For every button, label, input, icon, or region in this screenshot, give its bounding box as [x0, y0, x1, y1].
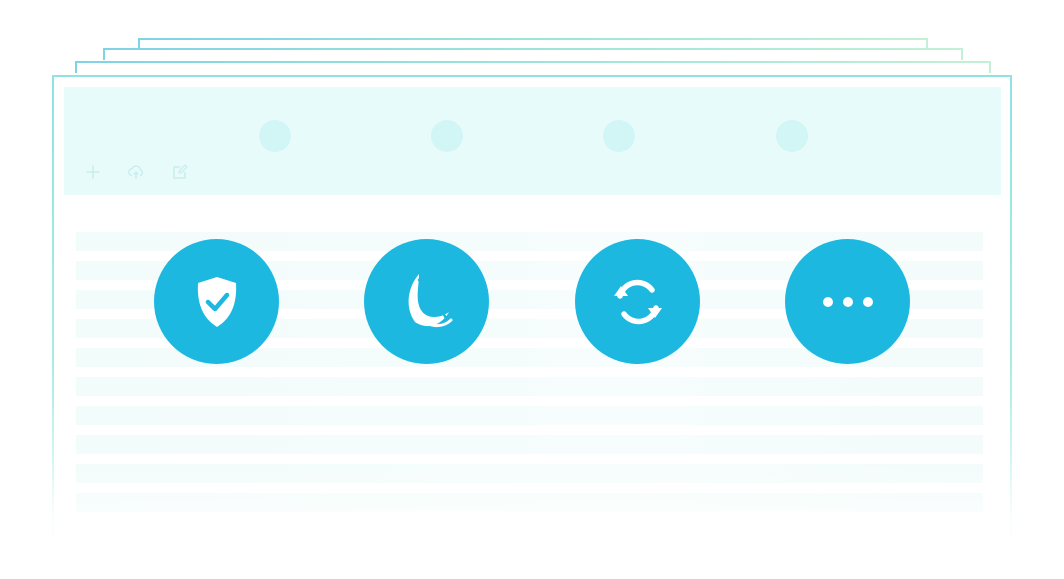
- security-button[interactable]: [154, 239, 279, 364]
- toolbar-dot: [259, 120, 291, 152]
- sync-button[interactable]: [575, 239, 700, 364]
- edit-icon: [173, 164, 188, 179]
- toolbar-dot: [431, 120, 463, 152]
- list-item: [76, 348, 983, 367]
- refresh-icon: [613, 279, 662, 324]
- list-item: [76, 435, 983, 454]
- list-item: [76, 261, 983, 280]
- stacked-window-outline: [103, 48, 963, 60]
- toolbar-dot: [776, 120, 808, 152]
- toolbar-dot: [603, 120, 635, 152]
- more-dots-icon: [822, 296, 873, 307]
- list-item: [76, 232, 983, 251]
- list-item: [76, 290, 983, 309]
- list-item: [76, 319, 983, 338]
- list-item: [76, 377, 983, 396]
- stacked-window-outline: [75, 61, 991, 73]
- bottom-fade: [0, 460, 1064, 579]
- eco-button[interactable]: [364, 239, 489, 364]
- shield-check-icon: [197, 276, 236, 327]
- leaf-icon: [408, 273, 452, 327]
- more-button[interactable]: [785, 239, 910, 364]
- toolbar-placeholder: [64, 87, 1001, 195]
- list-item: [76, 406, 983, 425]
- stacked-window-outline: [138, 38, 928, 50]
- plus-icon: [86, 165, 100, 179]
- upload-cloud-icon: [128, 165, 144, 179]
